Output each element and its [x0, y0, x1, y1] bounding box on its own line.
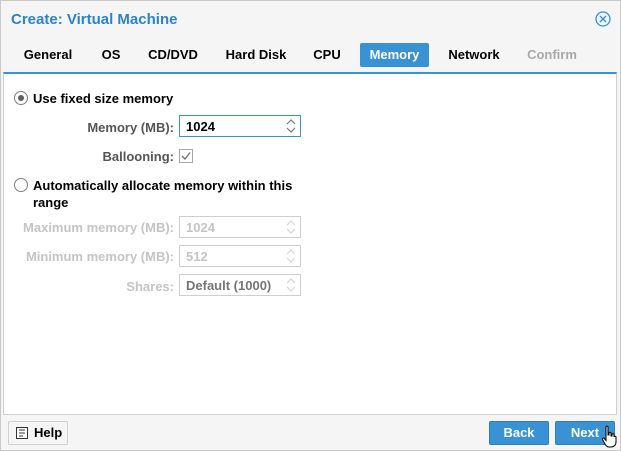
- back-button[interactable]: Back: [489, 421, 549, 445]
- ballooning-label: Ballooning:: [102, 149, 175, 164]
- tab-general[interactable]: General: [23, 47, 73, 62]
- max-memory-label: Maximum memory (MB):: [23, 220, 174, 235]
- dialog-title: Create: Virtual Machine: [11, 11, 178, 28]
- min-memory-input: [180, 246, 286, 266]
- fixed-memory-label[interactable]: Use fixed size memory: [33, 91, 174, 106]
- fixed-memory-radio[interactable]: [14, 91, 28, 105]
- shares-input: [180, 275, 286, 295]
- tab-cpu[interactable]: CPU: [313, 47, 341, 62]
- auto-memory-label-line2[interactable]: range: [33, 195, 69, 210]
- min-memory-label: Minimum memory (MB):: [25, 249, 174, 264]
- next-button[interactable]: Next: [555, 421, 615, 445]
- help-icon: [16, 427, 28, 439]
- memory-mb-field[interactable]: [179, 115, 301, 137]
- auto-memory-radio[interactable]: [14, 178, 28, 192]
- auto-memory-label-line1[interactable]: Automatically allocate memory within thi…: [33, 178, 293, 193]
- memory-mb-label: Memory (MB):: [87, 120, 174, 135]
- tab-os[interactable]: OS: [101, 47, 121, 62]
- min-memory-field: [179, 245, 301, 267]
- tab-network[interactable]: Network: [448, 47, 500, 62]
- ballooning-checkbox[interactable]: [179, 149, 193, 163]
- tab-confirm: Confirm: [527, 47, 577, 62]
- shares-label: Shares:: [126, 279, 174, 294]
- max-memory-input: [180, 217, 286, 237]
- spinner-icon: [286, 220, 296, 234]
- tab-memory[interactable]: Memory: [360, 43, 429, 67]
- spinner-icon: [286, 249, 296, 263]
- dialog-titlebar: Create: Virtual Machine: [1, 1, 620, 37]
- help-button-label: Help: [34, 425, 63, 440]
- max-memory-field: [179, 216, 301, 238]
- tab-cd-dvd[interactable]: CD/DVD: [148, 47, 198, 62]
- help-button[interactable]: Help: [8, 421, 68, 445]
- memory-mb-input[interactable]: [180, 116, 286, 136]
- spinner-icon[interactable]: [285, 118, 297, 134]
- tab-hard-disk[interactable]: Hard Disk: [225, 47, 287, 62]
- memory-panel: Use fixed size memory Memory (MB): Ballo…: [3, 72, 617, 415]
- shares-field: [179, 274, 301, 296]
- spinner-icon: [286, 278, 296, 292]
- close-icon[interactable]: [595, 11, 611, 27]
